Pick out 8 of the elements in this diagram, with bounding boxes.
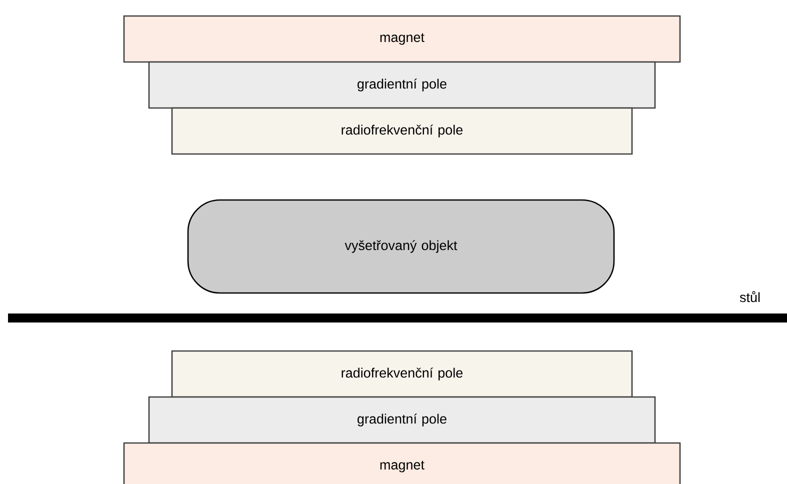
object-box: vyšetřovaný objekt <box>187 199 615 294</box>
gradient-field-layer: gradientní pole <box>148 396 656 444</box>
table-label: stůl <box>740 291 760 302</box>
magnet-layer: magnet <box>123 15 681 63</box>
radiofrequency-field-layer: radiofrekvenční pole <box>171 107 633 155</box>
magnet-layer: magnet <box>123 442 681 484</box>
radiofrequency-field-layer: radiofrekvenční pole <box>171 350 633 398</box>
gradient-field-layer: gradientní pole <box>148 61 656 109</box>
